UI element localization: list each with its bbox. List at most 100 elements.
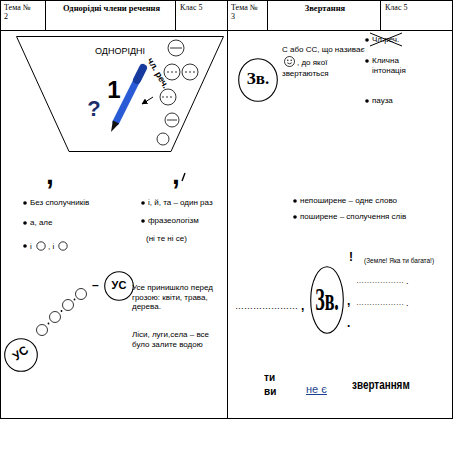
comma-dot	[48, 323, 50, 325]
text-flow: і , і	[30, 241, 70, 253]
address-oval: Зв.	[310, 266, 344, 334]
bullet-dot	[141, 219, 145, 223]
bullet-dot	[365, 59, 369, 63]
topic-number: Тема № 2	[4, 3, 34, 21]
example-text: Ліси, луги,села – все було залите водою	[132, 330, 224, 349]
member-icon	[36, 241, 46, 251]
pen-tip	[111, 120, 119, 132]
negation-text: не є	[306, 383, 327, 396]
smiley-mouth	[287, 63, 291, 64]
exclamation-sign: !	[349, 250, 353, 264]
summary-word-circle: УС	[104, 271, 134, 301]
summary-word-circle: УС	[4, 338, 38, 372]
member-caption: чл. реч.	[143, 52, 174, 95]
example-text: (Земле! Яка ти багата!)	[364, 257, 434, 265]
pen-cap	[137, 68, 143, 80]
member-circle	[168, 40, 184, 56]
member-circle	[160, 89, 176, 105]
member-mark	[167, 120, 177, 121]
member-icon	[58, 241, 68, 251]
comma-sign: ,	[46, 158, 54, 192]
number-one: 1	[106, 76, 122, 104]
dots-placeholder: ………………	[356, 298, 404, 308]
topic-title: Звертання	[268, 4, 382, 14]
topic-cell: Тема № 3	[227, 0, 268, 31]
definition-text: С або СС, що називає	[282, 45, 364, 54]
bullet-dot	[293, 215, 297, 219]
homogeneous-funnel: ОДНОРІДНІ?1 чл. реч.	[16, 36, 224, 152]
member-circle	[59, 242, 67, 250]
bullet-dot	[23, 221, 27, 225]
rule-text: Чл.реч.	[372, 35, 399, 45]
member-circle	[165, 113, 179, 127]
comma-dot	[74, 299, 76, 301]
panel-divider	[227, 0, 228, 419]
oval-text: Зв.	[312, 281, 343, 318]
pronoun-text: ви	[264, 386, 276, 398]
grade-text: Клас 5	[180, 3, 225, 12]
member-mark	[167, 72, 177, 73]
grade-cell: Клас 5	[380, 0, 453, 31]
rule-text: , і	[48, 242, 54, 251]
strike-line	[370, 33, 402, 46]
period-sign: .	[347, 316, 350, 330]
comma-sign: ,	[172, 158, 180, 192]
address-circle: Зв.	[238, 58, 278, 102]
bullet-dot	[141, 201, 145, 205]
title-cell: Однорідні члени речення	[45, 0, 176, 31]
rule-text: Клична інтонація	[372, 56, 424, 75]
topic-cell: Тема № 2	[0, 0, 46, 31]
definition-text: , до якої звертаються	[282, 58, 329, 78]
member-circle	[76, 289, 87, 300]
smiley-eye	[291, 59, 292, 60]
pointer-arrow	[142, 97, 153, 104]
period-sign: .	[406, 298, 409, 309]
member-circle	[182, 64, 198, 80]
rule-text: пауза	[372, 96, 393, 106]
comma-dot	[61, 310, 63, 312]
rule-text: фразеологізм	[148, 216, 199, 226]
example-text: Усе принишкло перед грозою: квіти, трава…	[132, 283, 224, 312]
sheet-frame	[1, 1, 453, 419]
topic-number: Тема № 3	[231, 3, 261, 21]
member-mark	[162, 97, 174, 98]
rule-text: Без сполучників	[30, 198, 125, 208]
bullet-dot	[365, 99, 369, 103]
bullet-dot	[23, 201, 27, 205]
rule-text: а, але	[30, 218, 52, 228]
bullet-dot	[365, 38, 369, 42]
rule-text: поширене – сполучення слів	[300, 212, 445, 222]
question-mark: ?	[86, 96, 102, 121]
strike-line	[370, 33, 402, 46]
member-mark	[170, 48, 182, 49]
rule-text: звертанням	[352, 377, 410, 393]
pronoun-text: ти	[264, 372, 275, 384]
comma-sign: ,	[301, 299, 304, 313]
circle-shape	[239, 59, 278, 102]
funnel-shape	[17, 37, 224, 152]
funnel-heading: ОДНОРІДНІ	[80, 46, 160, 56]
period-sign: .	[406, 276, 409, 287]
smiley-icon	[284, 56, 295, 67]
smiley-eye	[287, 59, 288, 60]
circle-text: Зв.	[238, 69, 278, 89]
dots-placeholder: ………………	[356, 276, 404, 286]
rule-text: і	[30, 242, 32, 251]
bullet-dot	[23, 244, 27, 248]
member-circle	[63, 300, 74, 311]
member-circle	[37, 325, 48, 336]
comma-mark	[182, 173, 185, 181]
bullet-dot	[293, 199, 297, 203]
grade-cell: Клас 5	[175, 0, 228, 31]
member-mark	[185, 72, 195, 73]
dash-sign: –	[92, 278, 99, 292]
circle-shape	[311, 267, 344, 334]
member-circle	[37, 242, 45, 250]
member-circle	[157, 133, 169, 145]
circle-shape	[105, 272, 134, 301]
comma-sign: ,	[347, 294, 350, 308]
dots-placeholder: …………………	[235, 301, 298, 312]
text-flow: С або СС, що називає , до якої звертають…	[282, 45, 366, 79]
example-text: (ні те ні се)	[146, 234, 187, 244]
